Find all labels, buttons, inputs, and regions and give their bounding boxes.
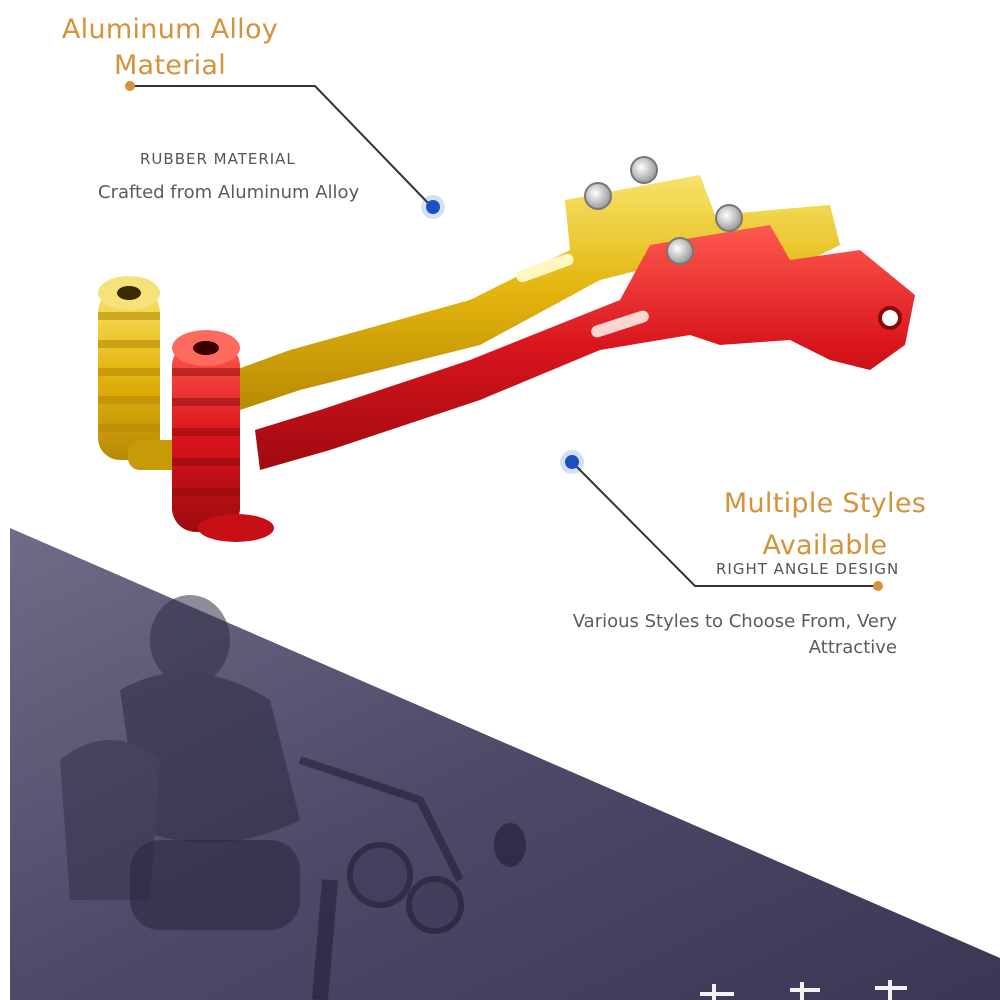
styles-feature-title: Multiple Styles Available: [700, 486, 950, 564]
material-title-line1: Aluminum Alloy: [61, 14, 279, 45]
material-feature-subtitle: RUBBER MATERIAL: [140, 150, 296, 168]
material-feature-title: Aluminum Alloy Material: [50, 12, 290, 84]
styles-description-line1: Various Styles to Choose From, Very: [572, 611, 897, 632]
material-feature-description: Crafted from Aluminum Alloy: [98, 182, 360, 203]
blue-dot-marker-icon: [426, 200, 440, 214]
gold-lever: [98, 156, 840, 470]
styles-title-line1: Multiple Styles: [723, 488, 927, 519]
red-peg: [172, 330, 274, 542]
styles-feature-description: Various Styles to Choose From, Very Attr…: [573, 609, 897, 661]
blue-dot-marker-icon: [565, 455, 579, 469]
styles-description-line2: Attractive: [808, 637, 897, 658]
motorcycle-silhouette: [130, 756, 526, 1000]
styles-title-line2: Available: [762, 530, 888, 561]
gold-peg: [98, 276, 198, 470]
callout-line-styles: [571, 461, 878, 587]
bottom-glyphs: [700, 980, 907, 1000]
styles-feature-subtitle: RIGHT ANGLE DESIGN: [716, 560, 900, 578]
orange-dot-marker-icon: [125, 81, 135, 91]
orange-dot-marker-icon: [873, 581, 883, 591]
material-title-line2: Material: [113, 50, 227, 81]
callout-line-material: [130, 85, 431, 206]
red-lever: [172, 204, 915, 542]
